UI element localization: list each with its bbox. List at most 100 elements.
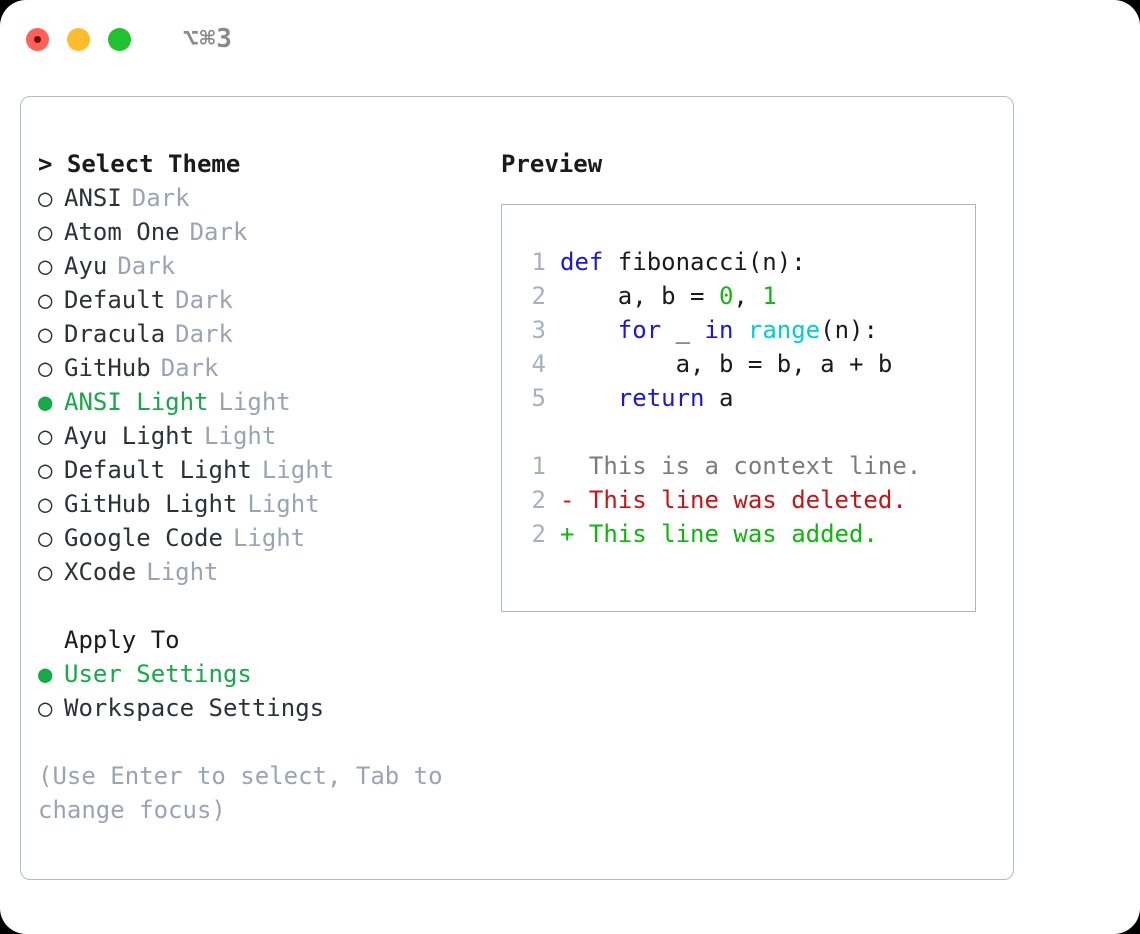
theme-option-label: Google Code: [64, 524, 223, 552]
theme-option-ansi[interactable]: ○ ANSI Dark: [38, 181, 478, 215]
theme-option-dracula[interactable]: ○ Dracula Dark: [38, 317, 478, 351]
line-number: 4: [531, 350, 546, 378]
code-token: _: [661, 316, 705, 344]
theme-variant-tag: Light: [146, 558, 219, 586]
page-title: > Select Theme: [38, 150, 241, 178]
close-button-icon[interactable]: [26, 27, 49, 51]
code-token: range: [747, 316, 821, 344]
diff-line: 2 - This line was deleted.: [502, 483, 975, 517]
line-number: 1: [531, 248, 546, 276]
theme-option-label: Default Light: [64, 456, 252, 484]
window-controls: [26, 27, 131, 51]
radio-unselected-icon: ○: [38, 490, 53, 518]
minimize-button-icon[interactable]: [67, 27, 90, 51]
preview-title: Preview: [501, 150, 603, 178]
code-token: 1: [762, 282, 777, 310]
spacer: [38, 589, 478, 623]
theme-variant-tag: Dark: [175, 286, 233, 314]
code-token: in: [704, 316, 734, 344]
line-number: 2: [531, 520, 546, 548]
radio-unselected-icon: ○: [38, 422, 53, 450]
code-token: ,: [733, 282, 763, 310]
maximize-button-icon[interactable]: [108, 27, 131, 51]
code-token: 0: [718, 282, 734, 310]
code-spacer: [502, 415, 975, 449]
diff-line: 2+ This line was added.: [502, 517, 975, 551]
theme-option-label: Ayu: [64, 252, 108, 280]
radio-unselected-icon: ○: [38, 320, 53, 348]
code-token: a, b =: [560, 282, 719, 310]
theme-option-label: ANSI Light: [64, 388, 209, 416]
code-line: 4 a, b = b, a + b: [502, 347, 975, 381]
diff-line-text: This is a context line.: [560, 452, 922, 480]
radio-unselected-icon: ○: [38, 184, 53, 212]
apply-to-option-workspace-settings[interactable]: ○Workspace Settings: [38, 691, 478, 725]
line-number: 2: [531, 486, 546, 514]
code-token: a, b = b, a + b: [560, 350, 893, 378]
theme-option-default-light[interactable]: ○ Default Light Light: [38, 453, 478, 487]
theme-variant-tag: Light: [218, 388, 291, 416]
theme-variant-tag: Light: [247, 490, 320, 518]
apply-to-option-user-settings[interactable]: ● User Settings: [38, 657, 478, 691]
keyboard-shortcut-label: ⌥⌘3: [183, 24, 233, 54]
theme-variant-tag: Dark: [117, 252, 176, 280]
radio-unselected-icon: ○: [38, 456, 53, 484]
theme-variant-tag: Light: [204, 422, 277, 450]
radio-unselected-icon: ○: [38, 286, 53, 314]
line-number: 5: [531, 384, 546, 412]
theme-variant-tag: Dark: [131, 184, 190, 212]
theme-option-label: GitHub: [64, 354, 151, 382]
code-line: 5 return a: [502, 381, 975, 415]
apply-to-option-label: Workspace Settings: [64, 694, 325, 722]
theme-option-label: Ayu Light: [64, 422, 195, 450]
radio-selected-icon: ●: [38, 660, 53, 688]
theme-variant-tag: Dark: [175, 320, 233, 348]
theme-option-google-code[interactable]: ○ Google Code Light: [38, 521, 478, 555]
apply-to-heading: Apply To: [64, 626, 180, 654]
diff-line: 1 This is a context line.: [502, 449, 975, 483]
theme-variant-tag: Light: [232, 524, 306, 552]
theme-variant-tag: Dark: [160, 354, 219, 382]
code-preview-box: 1 def fibonacci(n): 2 a, b = 0, 1 3 for _ i…: [501, 204, 976, 612]
radio-unselected-icon: ○: [38, 524, 53, 552]
theme-option-github-light[interactable]: ○ GitHub Light Light: [38, 487, 478, 521]
radio-unselected-icon: ○: [38, 252, 53, 280]
theme-option-ayu-light[interactable]: ○ Ayu Light Light: [38, 419, 478, 453]
apply-to-list[interactable]: ● User Settings ○Workspace Settings: [38, 657, 478, 725]
code-token: [733, 316, 747, 344]
radio-unselected-icon: ○: [38, 558, 53, 586]
apply-to-option-label: User Settings: [64, 660, 252, 688]
code-sample: 1 def fibonacci(n): 2 a, b = 0, 1 3 for _ i…: [502, 245, 975, 415]
theme-option-label: GitHub Light: [64, 490, 238, 518]
code-token: def: [560, 248, 604, 276]
code-token: [560, 316, 618, 344]
diff-line-text: - This line was deleted.: [560, 486, 907, 514]
theme-option-label: Dracula: [64, 320, 166, 348]
line-number: 3: [531, 316, 546, 344]
code-token: return: [617, 384, 705, 412]
title-bar: ⌥⌘3: [0, 0, 1140, 78]
preview-column: Preview 1 def fibonacci(n): 2 a, b = 0, 1 3…: [501, 147, 1001, 612]
theme-variant-tag: Dark: [189, 218, 248, 246]
theme-option-label: ANSI: [64, 184, 122, 212]
radio-unselected-icon: ○: [38, 218, 53, 246]
line-number: 1: [531, 452, 546, 480]
code-token: (n):: [820, 316, 878, 344]
code-line: 1 def fibonacci(n):: [502, 245, 975, 279]
theme-option-ayu[interactable]: ○ Ayu Dark: [38, 249, 478, 283]
theme-option-atom-one[interactable]: ○ Atom One Dark: [38, 215, 478, 249]
theme-option-label: Atom One: [64, 218, 180, 246]
radio-selected-icon: ●: [38, 388, 53, 416]
code-line: 3 for _ in range(n):: [502, 313, 975, 347]
keyboard-hint: (Use Enter to select, Tab to change focu…: [38, 762, 443, 824]
theme-variant-tag: Light: [261, 456, 335, 484]
code-token: fibonacci(n):: [603, 248, 806, 276]
line-number: 2: [531, 282, 546, 310]
theme-option-ansi-light[interactable]: ● ANSI Light Light: [38, 385, 478, 419]
